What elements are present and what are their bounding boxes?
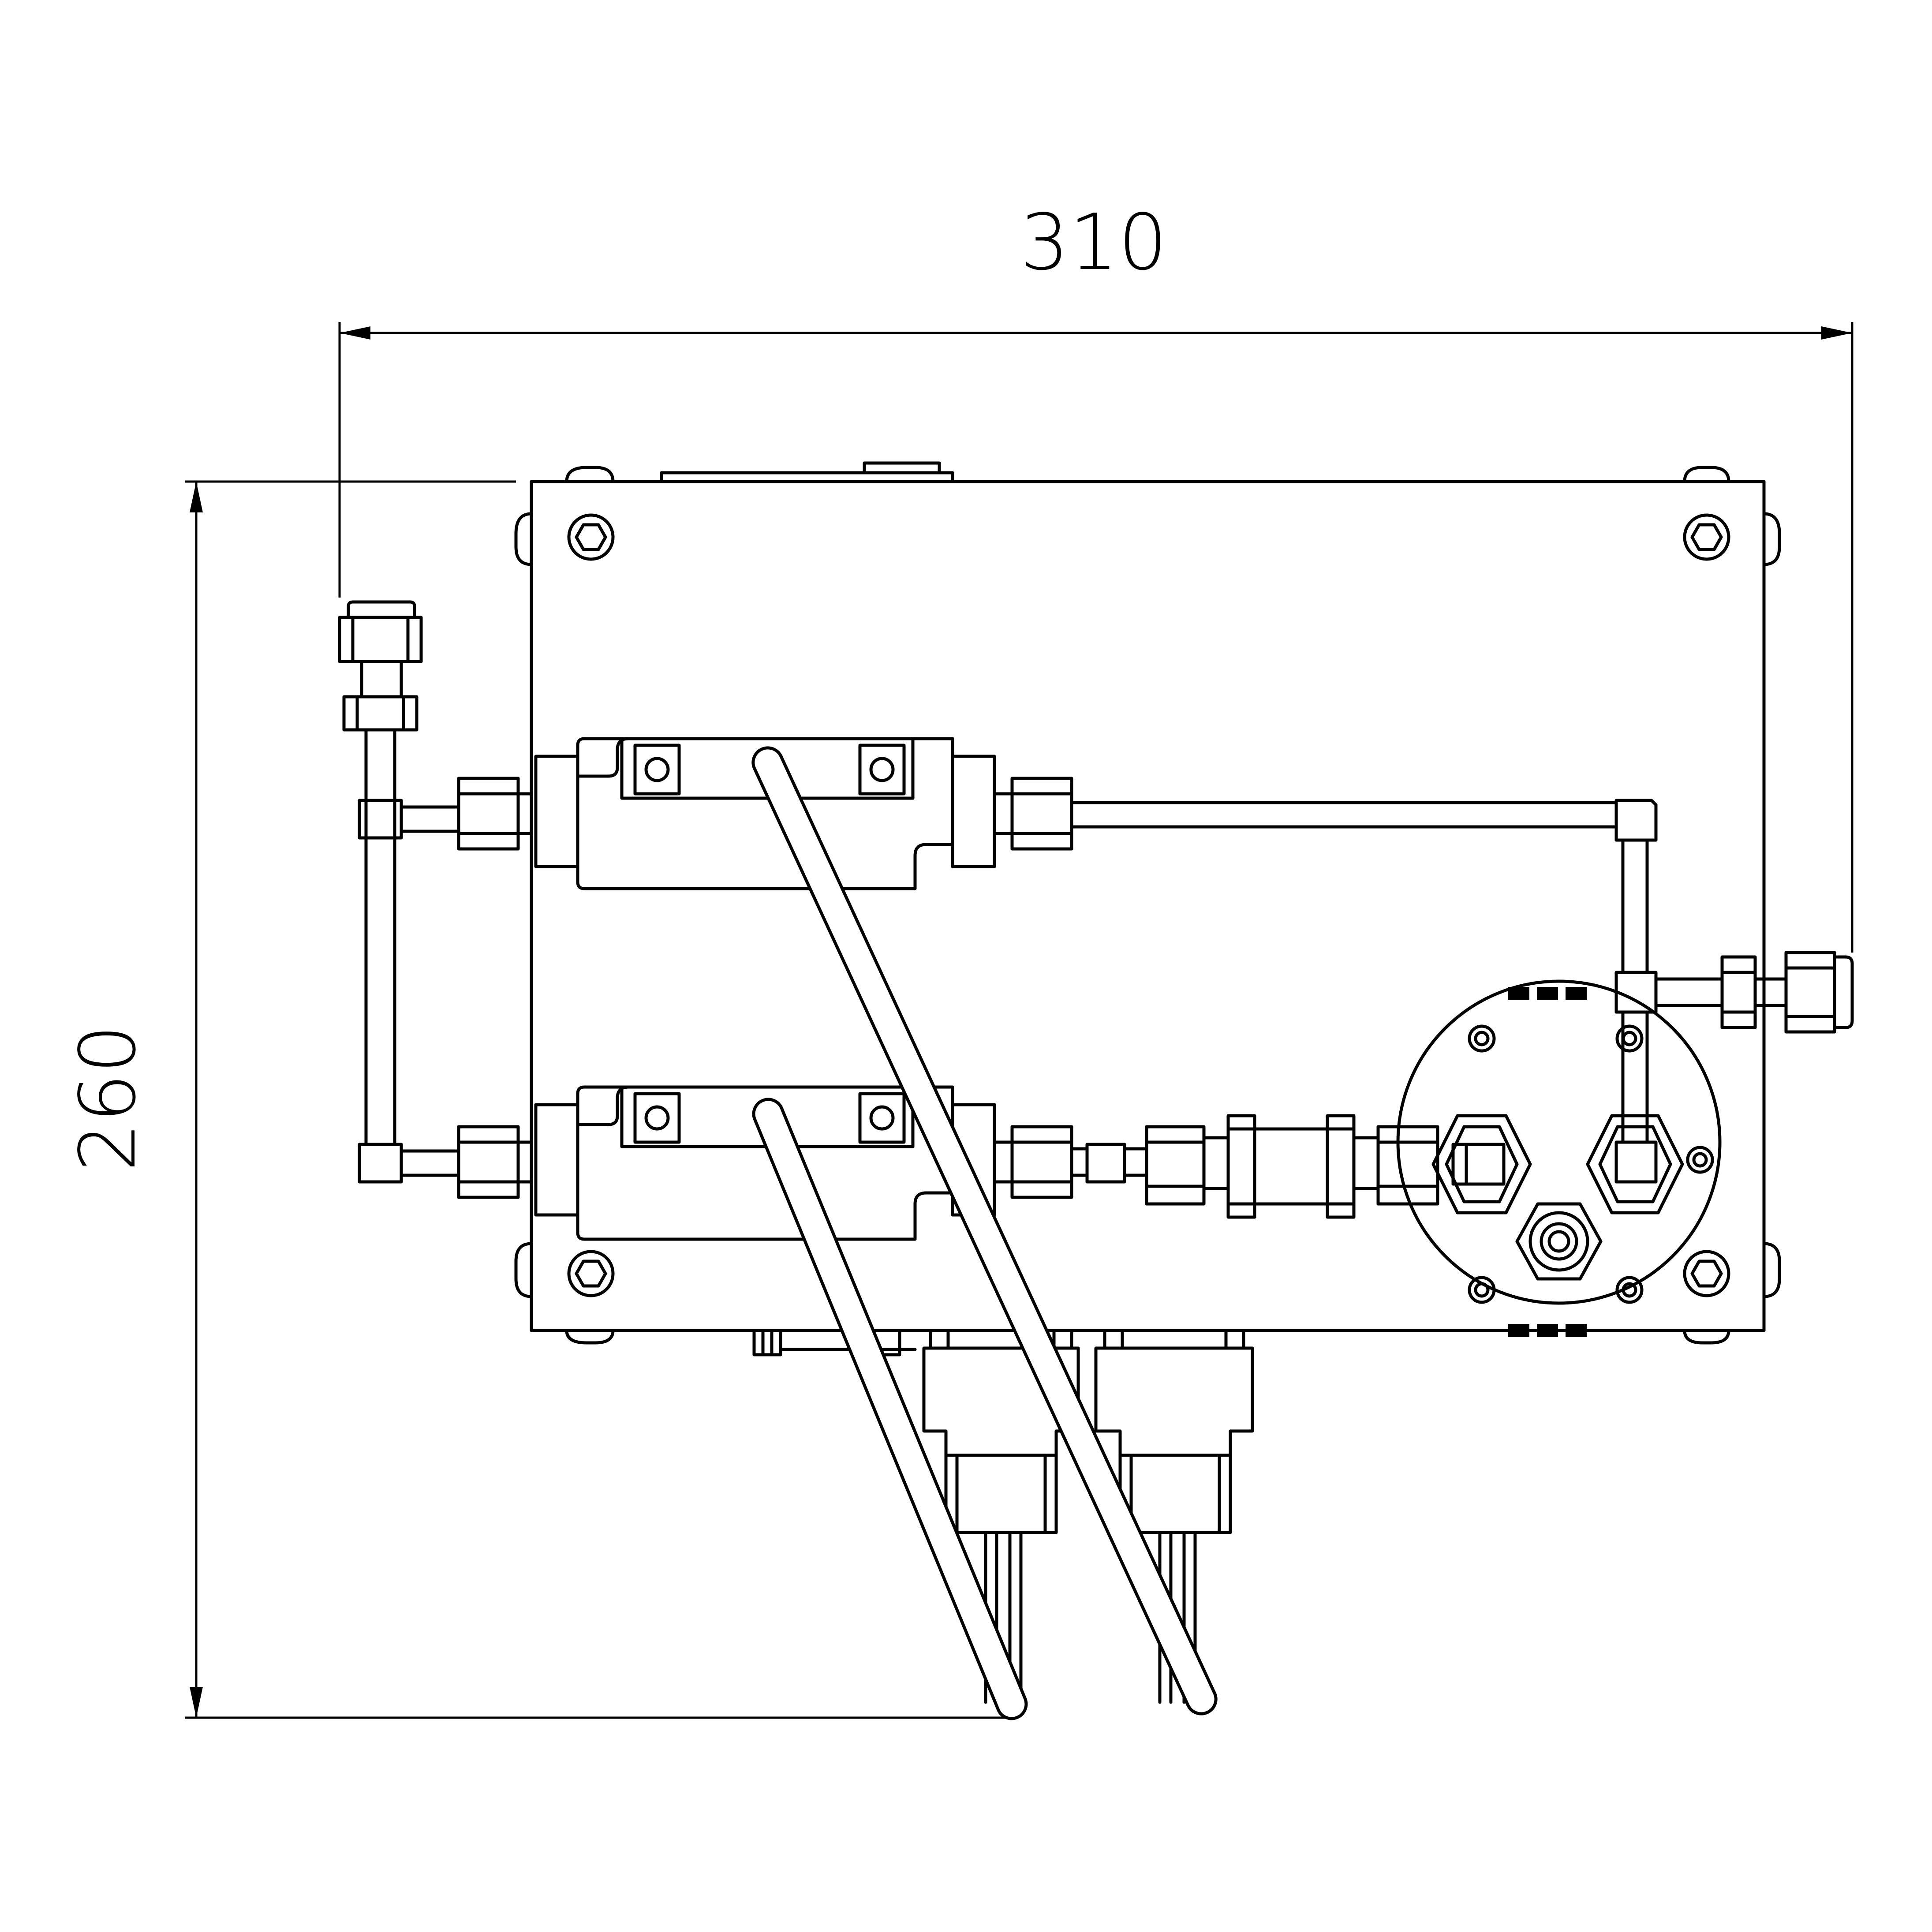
upper-diagonal-rod <box>751 746 1218 1715</box>
corner-screw-bottom-right <box>1683 1250 1730 1297</box>
width-dimension: 310 <box>338 198 1854 953</box>
valve-center-port <box>1515 1202 1603 1281</box>
inlet-fitting <box>338 600 423 732</box>
lower-diagonal-rod <box>752 1098 1028 1720</box>
upper-inlet-nut <box>457 777 533 851</box>
corner-screw-top-right <box>1683 513 1730 561</box>
upper-outlet-tube <box>1070 799 1658 1144</box>
corner-screw-bottom-left <box>567 1250 615 1297</box>
mounting-plate <box>514 461 1781 1345</box>
valve-body <box>1396 979 1722 1337</box>
left-manifold-tube <box>358 728 460 1184</box>
outlet-fitting <box>1654 951 1854 1034</box>
lower-inlet-nut <box>457 1125 533 1199</box>
bottom-rear-components <box>752 1329 1245 1357</box>
valve-right-port <box>1586 1114 1684 1215</box>
lower-outlet-line <box>1070 1114 1439 1219</box>
upper-flow-controller <box>534 737 1014 890</box>
height-dimension: 260 <box>64 480 1010 1719</box>
height-label: 260 <box>64 1024 153 1172</box>
corner-screw-top-left <box>567 513 615 561</box>
upper-outlet-nut <box>1010 777 1073 851</box>
valve-left-port <box>1431 1114 1532 1215</box>
lower-outlet-nut <box>1010 1125 1073 1199</box>
width-label: 310 <box>1020 198 1167 288</box>
